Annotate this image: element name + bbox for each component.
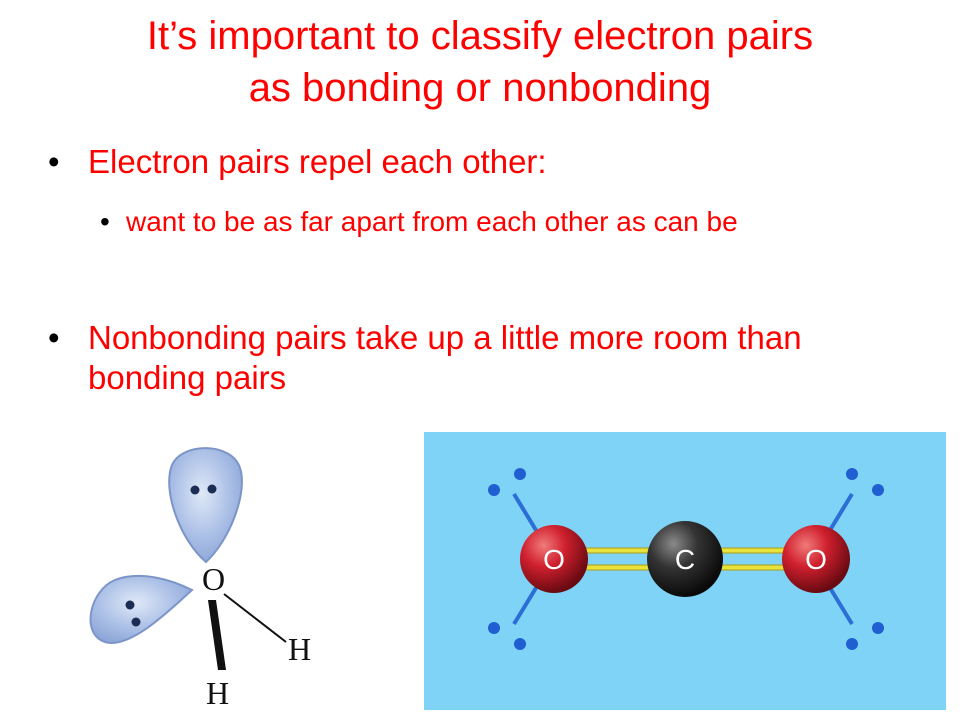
title-line-2: as bonding or nonbonding — [248, 66, 712, 110]
water-molecule-illustration: O H H — [89, 447, 311, 711]
bullet-text: Electron pairs repel each other: — [88, 143, 547, 180]
carbon-label: C — [675, 544, 695, 575]
lone-pair-lobe-left — [89, 574, 194, 644]
bullet-electron-pairs-repel: • Electron pairs repel each other: — [48, 142, 928, 182]
electron-dot — [190, 485, 200, 495]
bullet-text: Nonbonding pairs take up a little more r… — [88, 319, 802, 396]
oxygen-label: O — [543, 544, 565, 575]
oxygen-label: O — [805, 544, 827, 575]
lone-pair-lobe-top — [168, 447, 243, 564]
electron-dot — [207, 484, 217, 494]
oxygen-label: O — [202, 561, 225, 597]
electron-dot — [131, 617, 141, 627]
lone-pair-dots — [488, 468, 884, 650]
bullet-dot: • — [100, 206, 110, 237]
co2-molecule-panel: O C O — [424, 432, 946, 710]
electron-dot — [125, 600, 135, 610]
carbon-atom — [647, 521, 723, 597]
bullet-text: want to be as far apart from each other … — [126, 206, 738, 237]
bullet-dot: • — [48, 143, 60, 180]
bond-line — [223, 593, 287, 643]
slide-title: It’s important to classify electron pair… — [40, 10, 920, 114]
bullet-nonbonding-room: • Nonbonding pairs take up a little more… — [48, 318, 928, 398]
wedge-bond — [208, 600, 226, 670]
oxygen-atom-left — [520, 525, 588, 593]
hydrogen-label: H — [206, 675, 229, 711]
hydrogen-label: H — [288, 631, 311, 667]
oxygen-atom-right — [782, 525, 850, 593]
bullet-dot: • — [48, 319, 60, 356]
sub-bullet-far-apart: • want to be as far apart from each othe… — [100, 204, 886, 240]
title-line-1: It’s important to classify electron pair… — [146, 14, 814, 58]
